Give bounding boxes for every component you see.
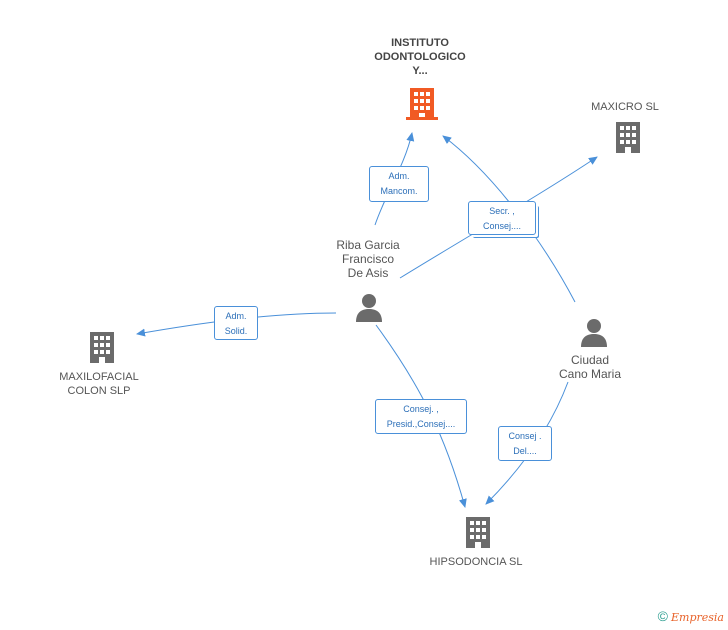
building-icon[interactable]: [405, 86, 439, 125]
footer-brand: ©Empresia: [658, 608, 724, 624]
company-label-instituto[interactable]: INSTITUTO ODONTOLOGICO Y...: [350, 36, 490, 78]
label-line: Cano Maria: [558, 367, 622, 381]
edge-label-line: Adm.: [388, 171, 410, 181]
edge-label-line: Secr. ,: [489, 206, 515, 216]
building-icon[interactable]: [85, 330, 119, 369]
building-icon[interactable]: [611, 120, 645, 159]
company-label-maxicro[interactable]: MAXICRO SL: [570, 100, 680, 114]
label-line: De Asis: [347, 266, 389, 280]
edge-label-line: Consej....: [482, 221, 522, 231]
edge-label-line: Consej. ,: [403, 404, 439, 414]
edge-label-secr-consej[interactable]: Secr. , Consej....: [468, 201, 536, 235]
label-line: MAXILOFACIAL: [59, 371, 139, 383]
label-line: HIPSODONCIA SL: [429, 556, 523, 568]
edge-label-line: Presid.,Consej....: [386, 419, 456, 429]
edge-label-consej-del[interactable]: Consej . Del....: [498, 426, 552, 461]
edge-label-line: Mancom.: [380, 186, 418, 196]
label-line: Riba Garcia: [336, 238, 400, 252]
label-line: COLON SLP: [67, 385, 131, 397]
edge-label-consej-presid[interactable]: Consej. , Presid.,Consej....: [375, 399, 467, 434]
label-line: Francisco: [341, 252, 394, 266]
label-line: INSTITUTO: [391, 37, 449, 49]
brand-logo: Empresia: [671, 611, 724, 624]
edge-label-line: Adm.: [225, 311, 247, 321]
person-icon[interactable]: [579, 317, 609, 352]
label-line: Ciudad: [570, 353, 610, 367]
edge-label-adm-solid[interactable]: Adm. Solid.: [214, 306, 258, 340]
person-label-ciudad[interactable]: Ciudad Cano Maria: [545, 353, 635, 381]
person-label-riba[interactable]: Riba Garcia Francisco De Asis: [318, 238, 418, 280]
edge-label-line: Consej .: [508, 431, 542, 441]
edge-label-line: Solid.: [224, 326, 248, 336]
copyright-symbol: ©: [657, 608, 668, 624]
label-line: Y...: [412, 65, 428, 77]
company-label-maxilofacial[interactable]: MAXILOFACIAL COLON SLP: [44, 370, 154, 398]
company-label-hipsodoncia[interactable]: HIPSODONCIA SL: [416, 555, 536, 569]
person-icon[interactable]: [354, 292, 384, 327]
label-line: ODONTOLOGICO: [374, 51, 466, 63]
building-icon[interactable]: [461, 515, 495, 554]
edge-label-line: Del....: [513, 446, 537, 456]
label-line: MAXICRO SL: [591, 101, 659, 113]
edge-label-adm-mancom[interactable]: Adm. Mancom.: [369, 166, 429, 202]
